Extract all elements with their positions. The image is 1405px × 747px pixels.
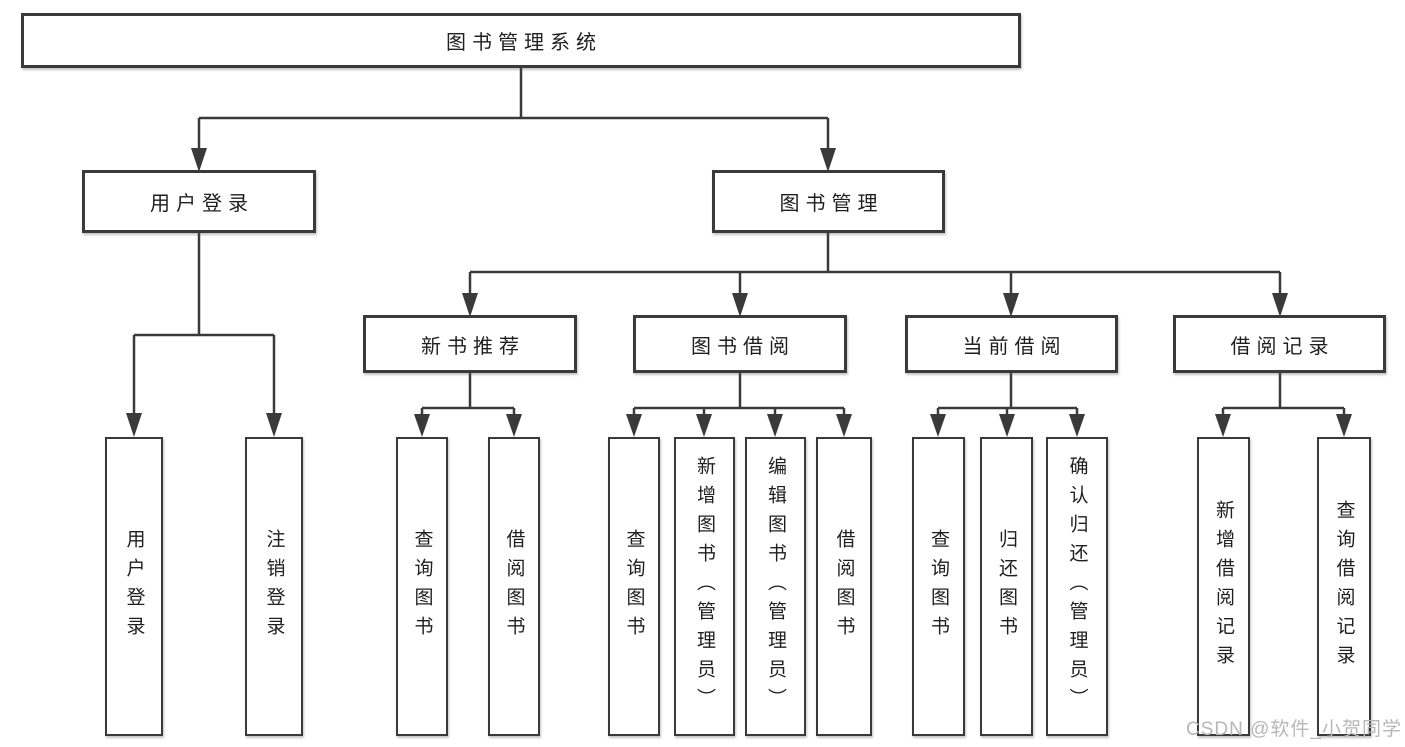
leaf-query-borrow-record-label: 查询借阅记录 [1333,499,1355,674]
node-user-login: 用户登录 [82,170,316,233]
node-borrow-records: 借阅记录 [1173,315,1386,373]
node-root-label: 图书管理系统 [446,32,602,54]
csdn-watermark: CSDN @软件_小贺同学 [1186,719,1402,740]
leaf-user-login: 用户登录 [105,437,163,736]
leaf-user-login-label: 用户登录 [123,528,145,645]
leaf-borrow-books-recommend: 借阅图书 [488,437,540,736]
leaf-query-books-borrow: 查询图书 [608,437,660,736]
leaf-logout-label: 注销登录 [263,528,285,645]
leaf-confirm-return-admin: 确认归还（管理员） [1046,437,1108,736]
node-book-management: 图书管理 [712,170,945,233]
node-book-management-label: 图书管理 [779,193,884,215]
node-book-borrow-label: 图书借阅 [691,335,795,358]
leaf-query-books-current: 查询图书 [912,437,965,736]
leaf-return-books-label: 归还图书 [996,528,1017,645]
node-current-borrow-label: 当前借阅 [962,335,1067,358]
leaf-logout: 注销登录 [245,437,303,736]
node-user-login-label: 用户登录 [150,193,254,215]
leaf-add-borrow-record-label: 新增借阅记录 [1213,499,1234,674]
leaf-borrow-books-label: 借阅图书 [833,528,855,645]
node-borrow-records-label: 借阅记录 [1230,335,1335,358]
leaf-return-books: 归还图书 [980,437,1033,736]
leaf-query-books-recommend: 查询图书 [396,437,448,736]
node-root-system: 图书管理系统 [21,13,1021,68]
node-book-borrow: 图书借阅 [633,315,847,373]
node-new-book-recommend: 新书推荐 [363,315,577,373]
leaf-query-borrow-record: 查询借阅记录 [1317,437,1371,736]
leaf-add-borrow-record: 新增借阅记录 [1197,437,1250,736]
leaf-edit-books-admin-label: 编辑图书（管理员） [765,456,786,717]
leaf-confirm-return-admin-label: 确认归还（管理员） [1066,456,1088,717]
leaf-borrow-books: 借阅图书 [816,437,872,736]
leaf-add-books-admin-label: 新增图书（管理员） [694,456,715,717]
node-new-book-recommend-label: 新书推荐 [421,335,525,358]
node-current-borrow: 当前借阅 [905,315,1118,373]
leaf-add-books-admin: 新增图书（管理员） [674,437,735,736]
leaf-query-books-current-label: 查询图书 [928,528,949,645]
leaf-query-books-borrow-label: 查询图书 [623,528,645,645]
leaf-borrow-books-recommend-label: 借阅图书 [503,528,525,645]
leaf-edit-books-admin: 编辑图书（管理员） [745,437,806,736]
leaf-query-books-recommend-label: 查询图书 [411,528,433,645]
arrowheads [126,148,1352,437]
